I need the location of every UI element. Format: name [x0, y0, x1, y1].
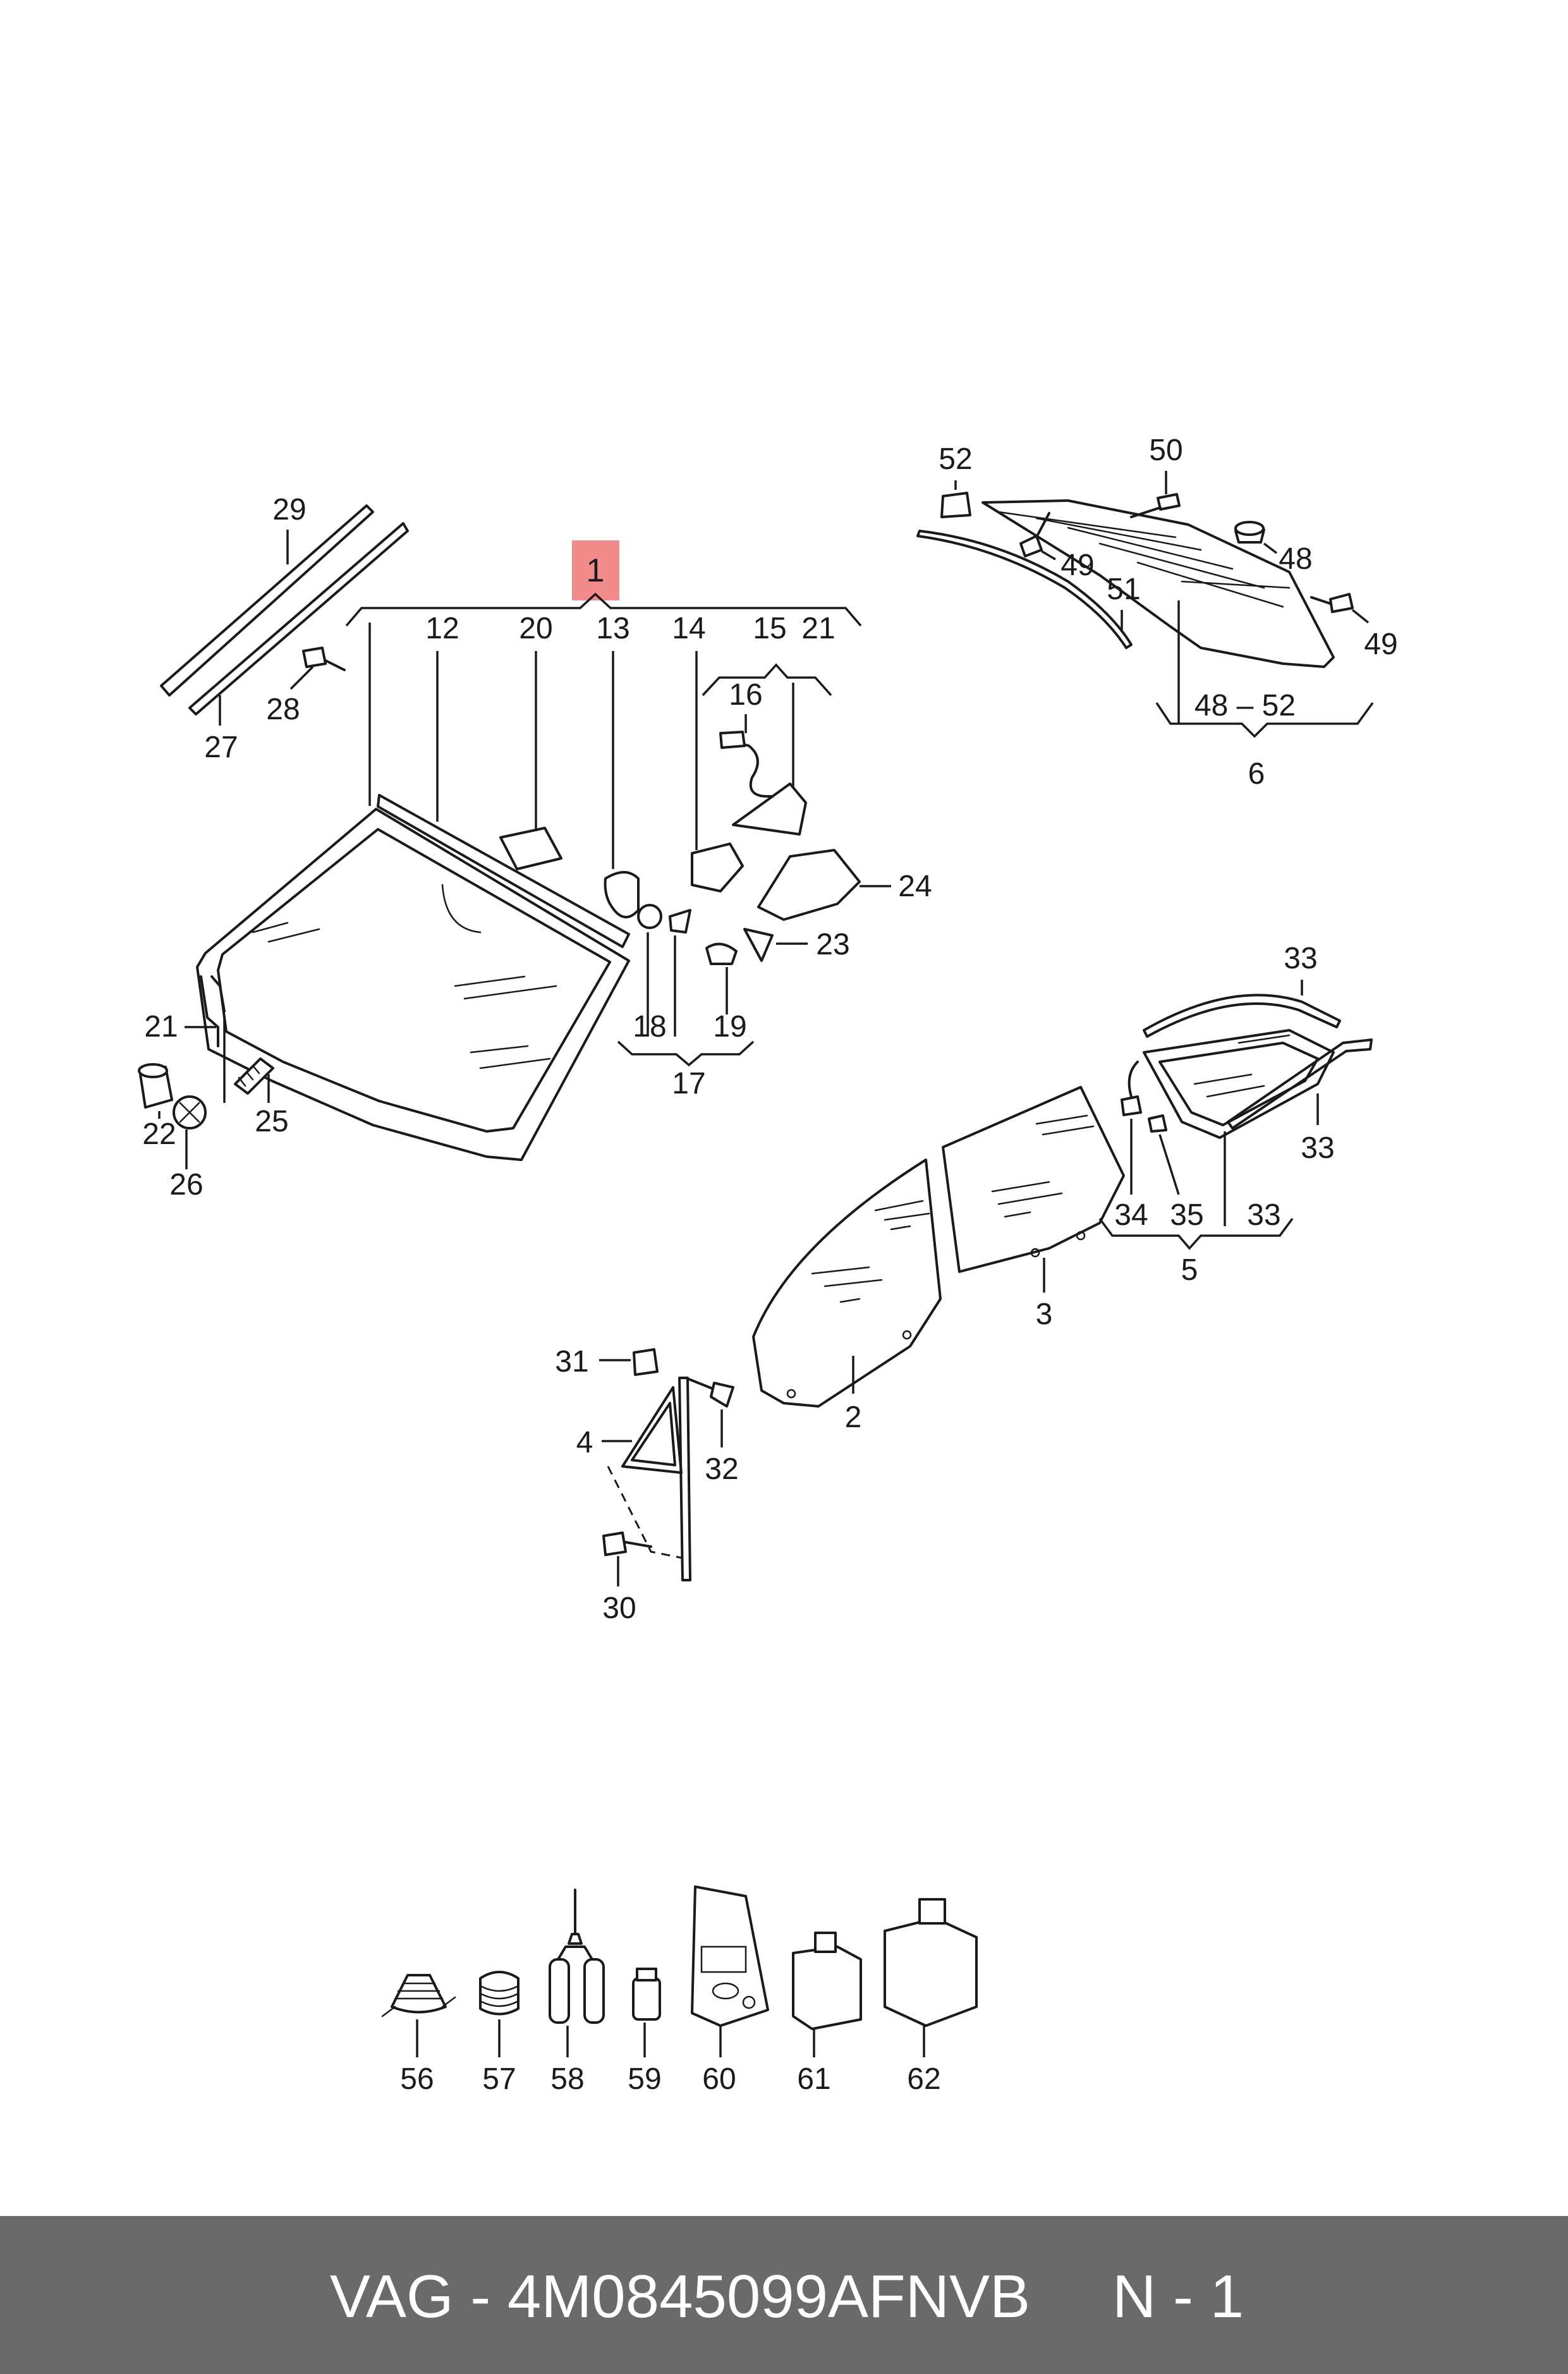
- corner-trim[interactable]: [678, 1377, 691, 1581]
- roof-trim-upper[interactable]: [160, 504, 374, 697]
- label-24[interactable]: 24: [898, 870, 932, 903]
- label-51[interactable]: 51: [1107, 573, 1140, 606]
- clip-19[interactable]: [705, 942, 738, 965]
- side-windows: 2 3 33 33 34 35 33 5 4: [555, 942, 1373, 1625]
- callout-1-highlight: [572, 540, 619, 600]
- clip-31[interactable]: [633, 1348, 659, 1376]
- spiral-57[interactable]: [479, 1971, 520, 2016]
- vial-59[interactable]: [632, 1977, 661, 2021]
- label-4[interactable]: 4: [576, 1426, 593, 1459]
- windscreen-assembly: 1 12 20 13 14 15 21 16: [138, 493, 932, 1202]
- label-61[interactable]: 61: [797, 2062, 830, 2096]
- label-34[interactable]: 34: [1114, 1198, 1148, 1232]
- retainer-part[interactable]: [669, 909, 691, 934]
- label-19[interactable]: 19: [713, 1010, 746, 1044]
- label-14[interactable]: 14: [672, 612, 705, 645]
- label-52[interactable]: 52: [939, 442, 972, 476]
- label-29[interactable]: 29: [272, 493, 306, 527]
- screw-32[interactable]: [684, 1377, 715, 1391]
- bottle-61[interactable]: [792, 1945, 862, 2030]
- label-3[interactable]: 3: [1036, 1298, 1053, 1331]
- connector-49-left[interactable]: [1019, 535, 1043, 557]
- bracket-part[interactable]: [604, 871, 640, 918]
- label-21-left[interactable]: 21: [144, 1010, 178, 1044]
- rear-window-assembly: 51 52 50 49 48 49 48 – 52 6: [916, 434, 1398, 791]
- label-33-bottom[interactable]: 33: [1247, 1198, 1280, 1232]
- roof-trim-lower[interactable]: [188, 522, 409, 715]
- parts-diagram: 1 12 20 13 14 15 21 16: [138, 434, 1398, 2096]
- label-48[interactable]: 48: [1279, 542, 1312, 576]
- label-26[interactable]: 26: [169, 1168, 203, 1202]
- label-60[interactable]: 60: [702, 2062, 736, 2096]
- windscreen-seal[interactable]: [377, 794, 630, 948]
- label-28[interactable]: 28: [266, 693, 300, 726]
- connector-49-right[interactable]: [1329, 593, 1354, 613]
- label-49-right[interactable]: 49: [1364, 628, 1397, 661]
- label-33-right[interactable]: 33: [1301, 1131, 1334, 1165]
- label-27[interactable]: 27: [204, 731, 238, 764]
- label-16[interactable]: 16: [729, 678, 762, 712]
- bolt-30[interactable]: [602, 1531, 627, 1556]
- label-20[interactable]: 20: [519, 612, 552, 645]
- grommet-part[interactable]: [637, 904, 662, 929]
- label-22[interactable]: 22: [142, 1117, 176, 1151]
- label-32[interactable]: 32: [705, 1452, 738, 1486]
- label-1[interactable]: 1: [586, 552, 605, 589]
- label-33-top[interactable]: 33: [1284, 942, 1317, 975]
- mirror-cover[interactable]: [732, 782, 807, 836]
- sensor-cable[interactable]: [726, 738, 785, 798]
- screw-28[interactable]: [302, 647, 327, 668]
- bottle-62[interactable]: [884, 1917, 978, 2027]
- quarter-trim-right[interactable]: [1227, 1038, 1373, 1129]
- label-62[interactable]: 62: [907, 2062, 940, 2096]
- label-57[interactable]: 57: [482, 2062, 516, 2096]
- label-18[interactable]: 18: [633, 1010, 666, 1044]
- part-code: VAG - 4M0845099AFNVB: [330, 2263, 1031, 2330]
- cover-52[interactable]: [940, 492, 971, 518]
- label-21-top[interactable]: 21: [801, 612, 835, 645]
- position-code: N - 1: [1112, 2263, 1244, 2330]
- nozzle-56[interactable]: [391, 1974, 447, 2014]
- cover-part[interactable]: [499, 827, 562, 870]
- label-49-left[interactable]: 49: [1061, 549, 1094, 582]
- label-48-52[interactable]: 48 – 52: [1194, 689, 1296, 722]
- label-35[interactable]: 35: [1170, 1198, 1203, 1232]
- adhesive-kit-items: 56 57 58 59 60 61 62: [381, 1885, 978, 2096]
- sensor-holder[interactable]: [691, 843, 744, 892]
- clip-35[interactable]: [1148, 1114, 1167, 1133]
- pouch-60[interactable]: [691, 1885, 769, 2027]
- label-31[interactable]: 31: [555, 1345, 588, 1379]
- footer-bar: VAG - 4M0845099AFNVB N - 1: [0, 2216, 1568, 2374]
- label-5[interactable]: 5: [1181, 1253, 1198, 1287]
- label-17[interactable]: 17: [672, 1067, 705, 1100]
- quarter-trim-top[interactable]: [1143, 994, 1341, 1038]
- label-12[interactable]: 12: [425, 612, 459, 645]
- label-59[interactable]: 59: [628, 2062, 661, 2096]
- label-58[interactable]: 58: [550, 2062, 584, 2096]
- label-56[interactable]: 56: [400, 2062, 434, 2096]
- rear-window-glass[interactable]: [982, 499, 1335, 668]
- label-23[interactable]: 23: [816, 928, 849, 961]
- label-25[interactable]: 25: [255, 1105, 288, 1138]
- applicator-58[interactable]: [555, 1889, 595, 1964]
- rear-window-seal[interactable]: [916, 530, 1133, 649]
- trim-cover[interactable]: [757, 849, 861, 921]
- label-13[interactable]: 13: [596, 612, 629, 645]
- label-50[interactable]: 50: [1149, 434, 1182, 467]
- label-15[interactable]: 15: [753, 612, 786, 645]
- clip-34[interactable]: [1121, 1095, 1142, 1116]
- label-6[interactable]: 6: [1248, 757, 1265, 791]
- clip-part[interactable]: [743, 928, 774, 962]
- heating-cable[interactable]: [200, 975, 226, 1047]
- connector-50[interactable]: [1157, 493, 1181, 511]
- label-30[interactable]: 30: [602, 1592, 636, 1625]
- rear-door-glass[interactable]: [942, 1086, 1125, 1273]
- label-2[interactable]: 2: [845, 1401, 862, 1434]
